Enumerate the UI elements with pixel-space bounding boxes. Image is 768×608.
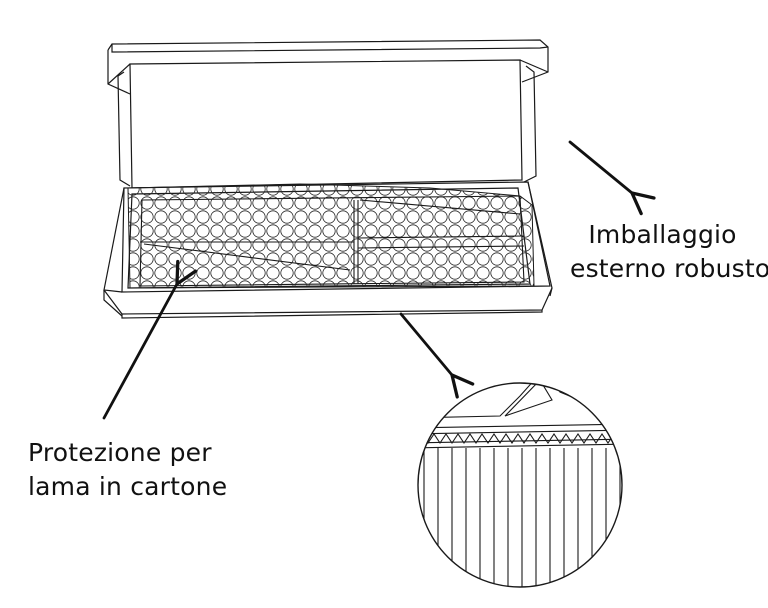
blade-protection-label-line2: lama in cartone [28, 472, 228, 501]
arrow-to-outer-box [568, 140, 656, 216]
box-lid [107, 39, 549, 189]
bubble-wrap [127, 183, 535, 289]
outer-packaging-label: Imballaggio esterno robusto [570, 218, 768, 286]
arrow-to-magnifier [399, 312, 475, 399]
blade-protection-label: Protezione per lama in cartone [28, 436, 258, 504]
outer-packaging-label-line2: esterno robusto [570, 254, 768, 283]
cardboard-detail-magnifier [417, 382, 623, 588]
arrow-to-blade-protector [102, 259, 198, 420]
outer-packaging-label-line1: Imballaggio [588, 220, 737, 249]
blade-protection-label-line1: Protezione per [28, 438, 212, 467]
